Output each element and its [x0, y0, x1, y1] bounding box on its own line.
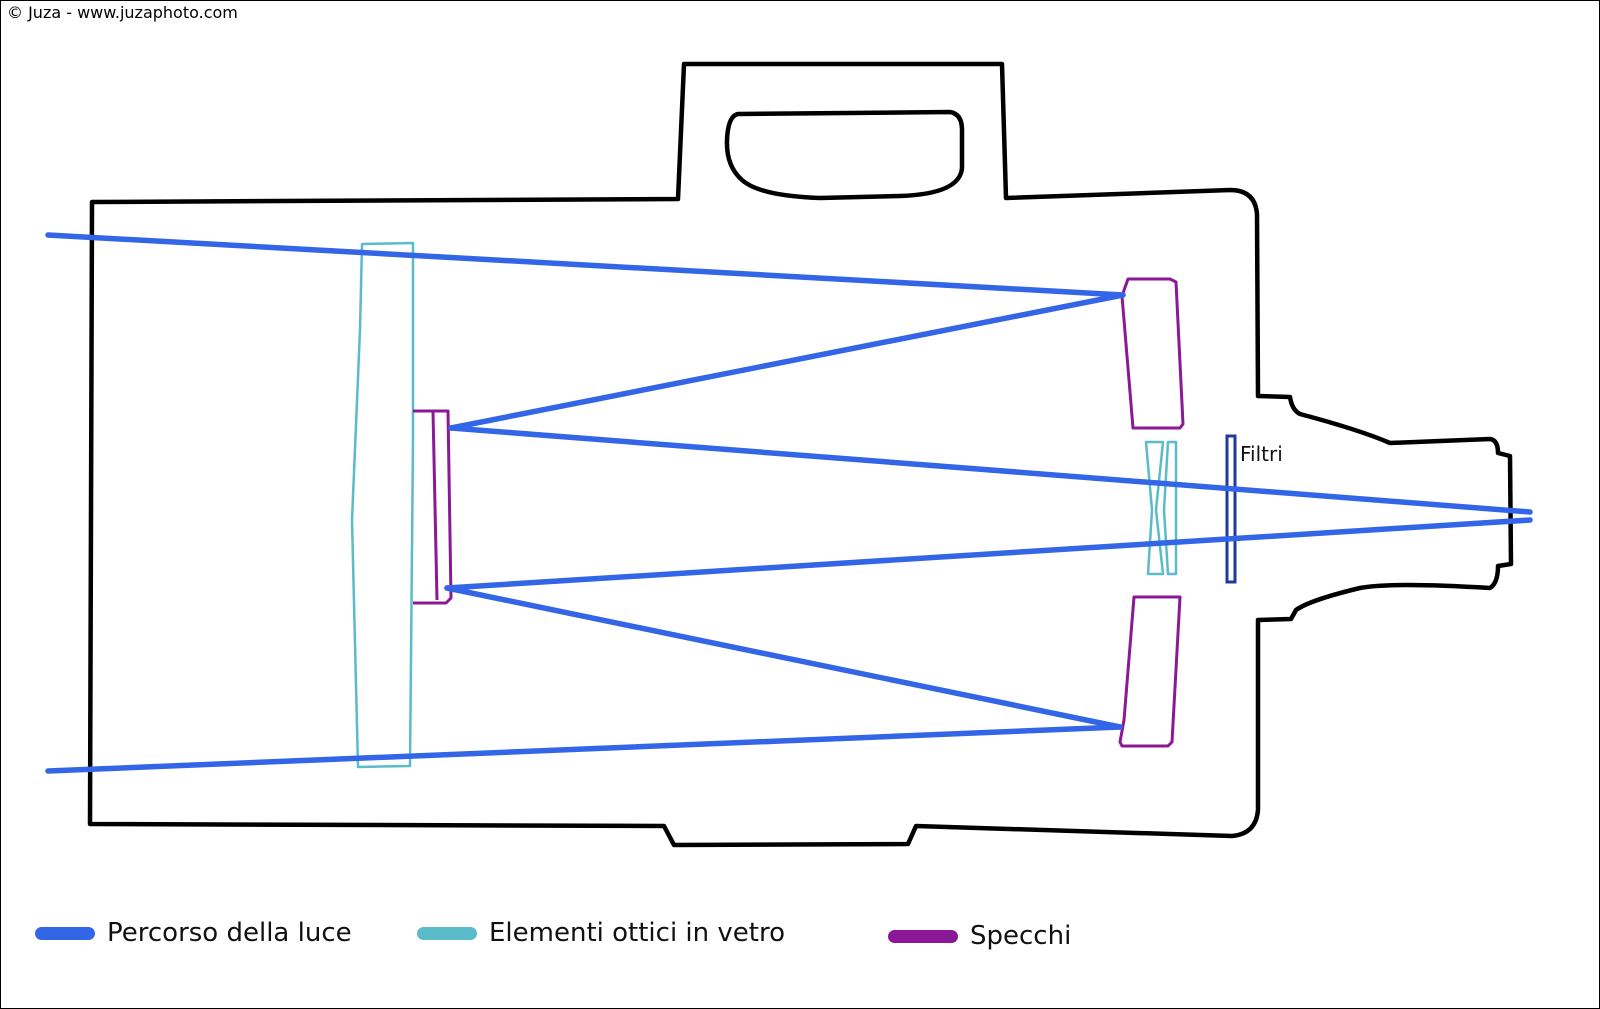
carry-handle-opening — [724, 109, 965, 201]
light-ray-to-focus-bottom — [444, 517, 1533, 591]
legend-label-glass-elements: Elementi ottici in vetro — [489, 918, 786, 948]
legend-label-mirrors: Specchi — [970, 921, 1072, 951]
field-corrector-lens-2 — [1162, 440, 1178, 576]
secondary-mirror — [413, 409, 453, 605]
filter-element — [1225, 434, 1237, 584]
primary-mirror-upper — [1120, 277, 1185, 430]
legend-item-light-path: Percorso della luce — [35, 918, 352, 948]
primary-mirror-lower — [1118, 595, 1182, 748]
legend-swatch-glass-elements — [417, 926, 477, 940]
light-ray-incoming-top — [45, 232, 1126, 298]
telescope-body-outline — [87, 61, 1514, 848]
corrector-plate-lens — [350, 241, 415, 769]
light-ray-primary-to-secondary-top — [448, 292, 1126, 431]
legend-label-light-path: Percorso della luce — [107, 918, 352, 948]
legend-swatch-mirrors — [888, 929, 958, 943]
light-ray-incoming-bottom — [45, 724, 1123, 774]
light-ray-to-focus-top — [448, 425, 1533, 515]
light-path — [45, 232, 1533, 774]
light-ray-primary-to-secondary-bottom — [444, 585, 1123, 730]
legend-swatch-light-path — [35, 926, 95, 940]
legend-item-mirrors: Specchi — [888, 921, 1071, 951]
legend-item-glass-elements: Elementi ottici in vetro — [417, 918, 785, 948]
field-corrector-lens-1 — [1144, 440, 1165, 576]
filters-label: Filtri — [1240, 442, 1283, 466]
copyright-notice: © Juza - www.juzaphoto.com — [7, 3, 238, 22]
secondary-mirror-inner-edge — [431, 410, 439, 601]
